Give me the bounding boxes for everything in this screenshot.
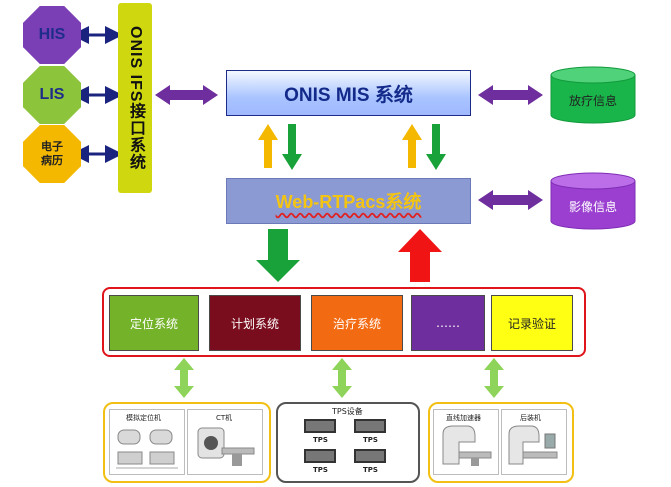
emr-label: 电子 病历 bbox=[41, 141, 63, 167]
database-icon bbox=[550, 66, 636, 124]
ifs-mis-arrow bbox=[155, 85, 218, 105]
afterloader-device: 后装机 bbox=[501, 409, 567, 475]
pacs-label: Web-RTPacs系统 bbox=[275, 192, 422, 212]
workstation-icon bbox=[304, 419, 336, 433]
workstation-icon bbox=[354, 419, 386, 433]
planning-system: 计划系统 bbox=[209, 295, 301, 351]
radiotherapy-info-label: 放疗信息 bbox=[568, 93, 617, 108]
ct-scanner-icon bbox=[197, 427, 255, 466]
left-down-arrow bbox=[282, 124, 302, 170]
simulator-icon bbox=[116, 429, 178, 469]
ct-label: CT机 bbox=[216, 414, 233, 422]
treatment-system: 治疗系统 bbox=[311, 295, 403, 351]
afterloader-icon bbox=[508, 425, 558, 465]
tps-workstation-2: TPS bbox=[350, 418, 390, 444]
tps-workstation-3: TPS bbox=[300, 448, 340, 474]
pacs-db2-arrow bbox=[478, 190, 543, 210]
image-info-database: 影像信息 bbox=[550, 172, 636, 230]
tps-group-title: TPS设备 bbox=[332, 407, 363, 416]
lis-node: LIS bbox=[23, 66, 81, 124]
tps-label-4: TPS bbox=[363, 466, 378, 474]
ifs-interface-system: ONIS IFS接口系统 bbox=[118, 3, 152, 193]
equipment-group-imaging bbox=[103, 402, 271, 483]
equip-arrow-2 bbox=[332, 358, 352, 398]
image-info-label: 影像信息 bbox=[568, 199, 617, 214]
positioning-system: 定位系统 bbox=[109, 295, 199, 351]
equipment-group-treatment bbox=[428, 402, 574, 483]
right-up-arrow bbox=[402, 124, 422, 168]
record-verify-system: 记录验证 bbox=[491, 295, 573, 351]
other-systems-label: …… bbox=[436, 316, 460, 330]
linac-label: 直线加速器 bbox=[446, 414, 481, 422]
left-up-arrow bbox=[258, 124, 278, 168]
record-verify-label: 记录验证 bbox=[507, 316, 556, 331]
treatment-system-label: 治疗系统 bbox=[332, 316, 381, 331]
positioning-system-label: 定位系统 bbox=[129, 316, 178, 331]
linac-device: 直线加速器 bbox=[433, 409, 499, 475]
right-down-arrow bbox=[426, 124, 446, 170]
emr-node: 电子 病历 bbox=[23, 125, 81, 183]
radiotherapy-info-database: 放疗信息 bbox=[550, 66, 636, 124]
onis-mis-system: ONIS MIS 系统 bbox=[226, 70, 471, 116]
linac-icon bbox=[442, 425, 492, 466]
equip-arrow-3 bbox=[484, 358, 504, 398]
workstation-icon bbox=[304, 449, 336, 463]
tps-label-3: TPS bbox=[313, 466, 328, 474]
database-icon bbox=[550, 172, 636, 230]
tps-label-1: TPS bbox=[313, 436, 328, 444]
web-rtpacs-system: Web-RTPacs系统 bbox=[226, 178, 471, 224]
equipment-group-tps bbox=[276, 402, 420, 483]
his-node: HIS bbox=[23, 6, 81, 64]
planning-system-label: 计划系统 bbox=[230, 316, 279, 331]
mis-db1-arrow bbox=[478, 85, 543, 105]
lis-label: LIS bbox=[39, 86, 65, 103]
afterloader-label: 后装机 bbox=[520, 414, 541, 422]
equip-arrow-1 bbox=[174, 358, 194, 398]
pacs-up-arrow bbox=[398, 229, 442, 282]
tps-workstation-4: TPS bbox=[350, 448, 390, 474]
workstation-icon bbox=[354, 449, 386, 463]
tps-workstation-1: TPS bbox=[300, 418, 340, 444]
ct-device: CT机 bbox=[187, 409, 263, 475]
his-label: HIS bbox=[38, 26, 66, 43]
ifs-label: ONIS IFS接口系统 bbox=[127, 25, 144, 171]
subsystems-group bbox=[102, 287, 586, 357]
simulator-label: 模拟定位机 bbox=[126, 414, 161, 422]
simulator-device: 模拟定位机 bbox=[109, 409, 185, 475]
other-systems: …… bbox=[411, 295, 485, 351]
mis-label: ONIS MIS 系统 bbox=[284, 84, 413, 106]
tps-label-2: TPS bbox=[363, 436, 378, 444]
pacs-down-arrow bbox=[256, 229, 300, 282]
